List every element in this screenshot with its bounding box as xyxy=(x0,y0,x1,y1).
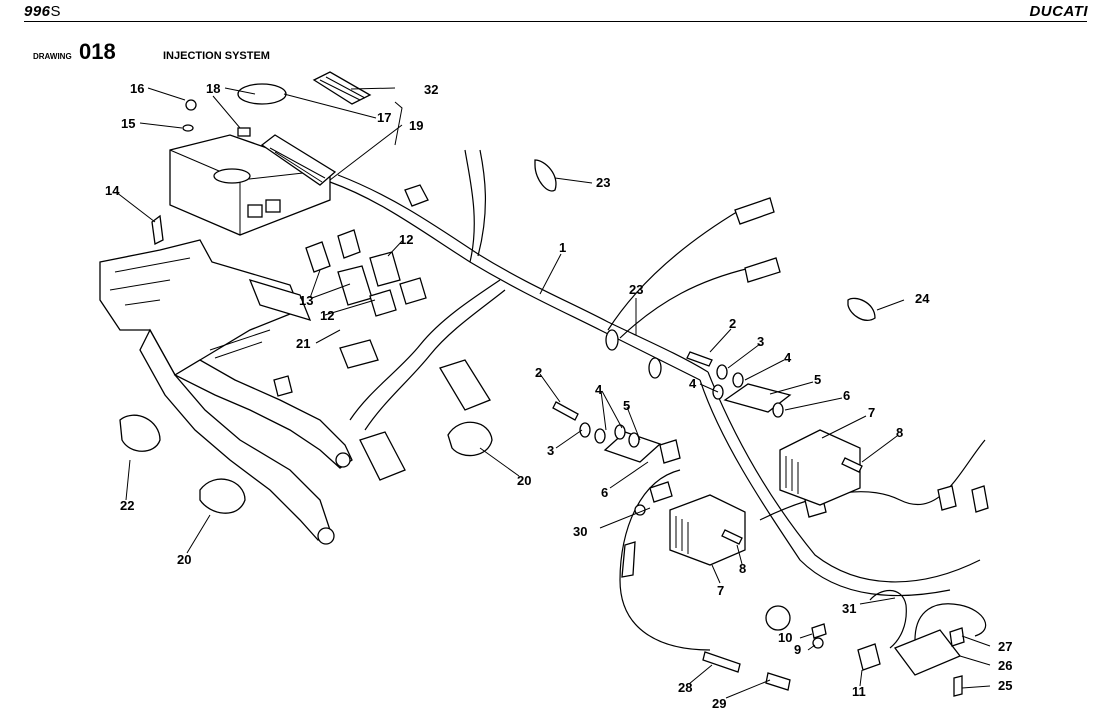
callout-1: 1 xyxy=(559,240,566,255)
model-name: 996S xyxy=(24,3,62,20)
callout-18: 18 xyxy=(206,81,220,96)
callout-17: 17 xyxy=(377,110,391,125)
callout-23a: 23 xyxy=(596,175,610,190)
ecu-connector xyxy=(260,134,337,186)
leader-lines xyxy=(115,87,991,699)
drawing-number: 018 xyxy=(79,39,116,64)
callout-12b: 12 xyxy=(320,308,334,323)
main-wiring-harness xyxy=(329,149,986,651)
callout-20b: 20 xyxy=(177,552,191,567)
callout-24: 24 xyxy=(915,291,930,306)
header-divider xyxy=(24,21,1087,22)
callout-8b: 8 xyxy=(739,561,746,576)
screw xyxy=(151,214,164,245)
callout-16: 16 xyxy=(130,81,144,96)
callout-28: 28 xyxy=(678,680,692,695)
callout-9: 9 xyxy=(794,642,801,657)
callout-26: 26 xyxy=(998,658,1012,673)
callout-11: 11 xyxy=(852,684,866,699)
callout-7a: 7 xyxy=(868,405,875,420)
callout-4a: 4 xyxy=(784,350,792,365)
nut xyxy=(185,99,197,111)
brand-name: DUCATI xyxy=(1029,3,1088,20)
callout-13: 13 xyxy=(299,293,313,308)
callout-8a: 8 xyxy=(896,425,903,440)
callout-22: 22 xyxy=(120,498,134,513)
drawing-title: INJECTION SYSTEM xyxy=(163,50,270,62)
callout-3a: 3 xyxy=(757,334,764,349)
callout-23b: 23 xyxy=(629,282,643,297)
model-suffix: S xyxy=(50,3,62,20)
callout-6a: 6 xyxy=(843,388,850,403)
callout-2b: 2 xyxy=(535,365,542,380)
washer xyxy=(182,124,194,132)
page-header: 996S DUCATI xyxy=(0,0,1110,22)
callout-6b: 6 xyxy=(601,485,608,500)
callout-20a: 20 xyxy=(517,473,531,488)
callout-25: 25 xyxy=(998,678,1012,693)
callout-29: 29 xyxy=(712,696,726,711)
callout-4c: 4 xyxy=(595,382,603,397)
cover-cap xyxy=(237,83,287,105)
callout-31: 31 xyxy=(842,601,856,616)
cable-clips xyxy=(119,159,876,514)
callout-32: 32 xyxy=(424,82,438,97)
callout-3b: 3 xyxy=(547,443,554,458)
callout-12a: 12 xyxy=(399,232,413,247)
adhesive-label xyxy=(312,71,372,105)
subframe xyxy=(99,239,353,545)
callout-2a: 2 xyxy=(729,316,736,331)
callout-21: 21 xyxy=(296,336,310,351)
ignition-coils xyxy=(669,429,861,566)
callout-30: 30 xyxy=(573,524,587,539)
callout-14: 14 xyxy=(105,183,120,198)
callout-7b: 7 xyxy=(717,583,724,598)
harness-connectors xyxy=(273,184,989,518)
callout-19: 19 xyxy=(409,118,423,133)
callout-5b: 5 xyxy=(623,398,630,413)
callout-15: 15 xyxy=(121,116,135,131)
callout-27: 27 xyxy=(998,639,1012,654)
drawing-label: DRAWING xyxy=(33,52,72,61)
fuse xyxy=(237,127,251,137)
callout-4b: 4 xyxy=(689,376,697,391)
sensors xyxy=(621,481,987,697)
ecu-unit xyxy=(169,134,331,236)
callout-10: 10 xyxy=(778,630,792,645)
callout-5a: 5 xyxy=(814,372,821,387)
